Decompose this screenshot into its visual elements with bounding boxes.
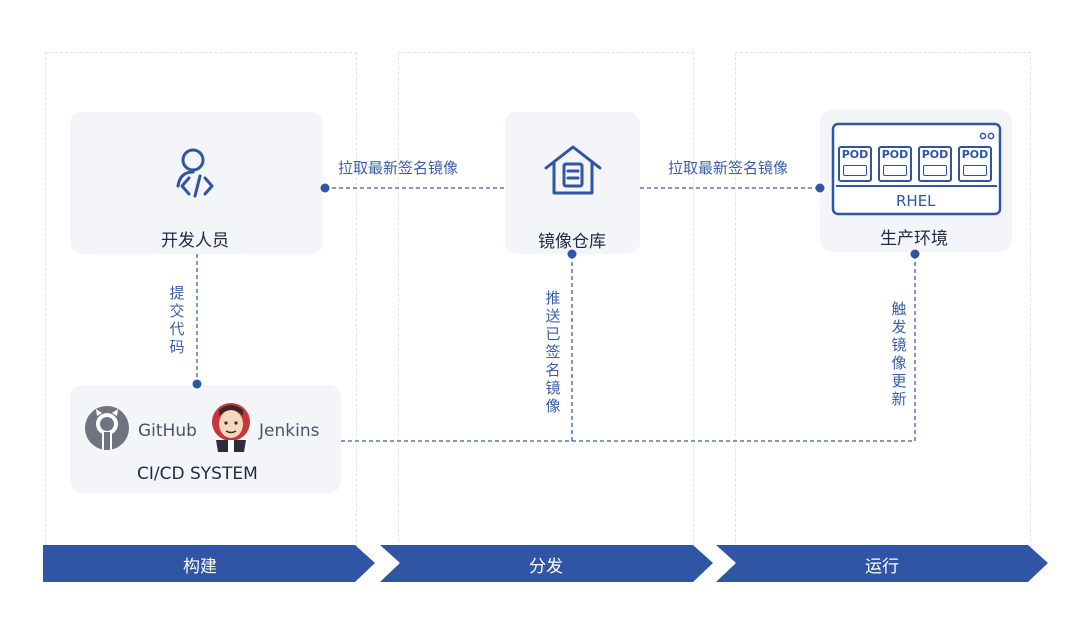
pod-label: POD — [961, 148, 989, 161]
registry-label: 镜像仓库 — [538, 232, 606, 252]
cicd-label: CI/CD SYSTEM — [137, 464, 258, 484]
github-label: GitHub — [138, 421, 197, 441]
pod-box: POD — [838, 146, 872, 182]
edge-dot — [910, 249, 920, 259]
edge-dot — [320, 183, 330, 193]
developer-code-icon — [176, 148, 214, 198]
edge-commit-label: 提交代码 — [169, 284, 185, 356]
production-label: 生产环境 — [880, 229, 948, 249]
pod-box: POD — [958, 146, 992, 182]
github-icon — [85, 406, 129, 450]
stage-bar — [43, 545, 1048, 582]
edge-pull-right-label: 拉取最新签名镜像 — [668, 159, 789, 177]
edge-pull-left-label: 拉取最新签名镜像 — [338, 159, 459, 177]
edge-dot — [192, 379, 202, 389]
stage-run-label: 运行 — [865, 557, 899, 577]
registry-house-icon — [544, 145, 602, 195]
pod-label: POD — [841, 148, 869, 161]
jenkins-label: Jenkins — [259, 421, 320, 441]
stage-build-arrow — [43, 545, 375, 582]
edge-push-label: 推送已签名镜像 — [545, 289, 561, 415]
developer-label: 开发人员 — [161, 231, 229, 251]
pod-label: POD — [921, 148, 949, 161]
developer-card — [70, 112, 323, 254]
edge-dot — [815, 183, 825, 193]
edge-trigger-line — [572, 254, 916, 442]
stage-distribute-arrow — [380, 545, 713, 582]
stage-distribute-label: 分发 — [529, 557, 563, 577]
edge-dot — [567, 249, 577, 259]
jenkins-icon — [212, 403, 250, 452]
pod-box: POD — [878, 146, 912, 182]
stage-run-arrow — [716, 545, 1048, 582]
stage-build-label: 构建 — [183, 557, 217, 577]
pod-box: POD — [918, 146, 952, 182]
edge-push-line — [341, 254, 573, 442]
registry-card — [505, 112, 640, 254]
rhel-label: RHEL — [896, 192, 936, 210]
pod-label: POD — [881, 148, 909, 161]
edge-trigger-label: 触发镜像更新 — [891, 300, 907, 408]
pod-group: POD POD POD POD — [838, 141, 998, 187]
